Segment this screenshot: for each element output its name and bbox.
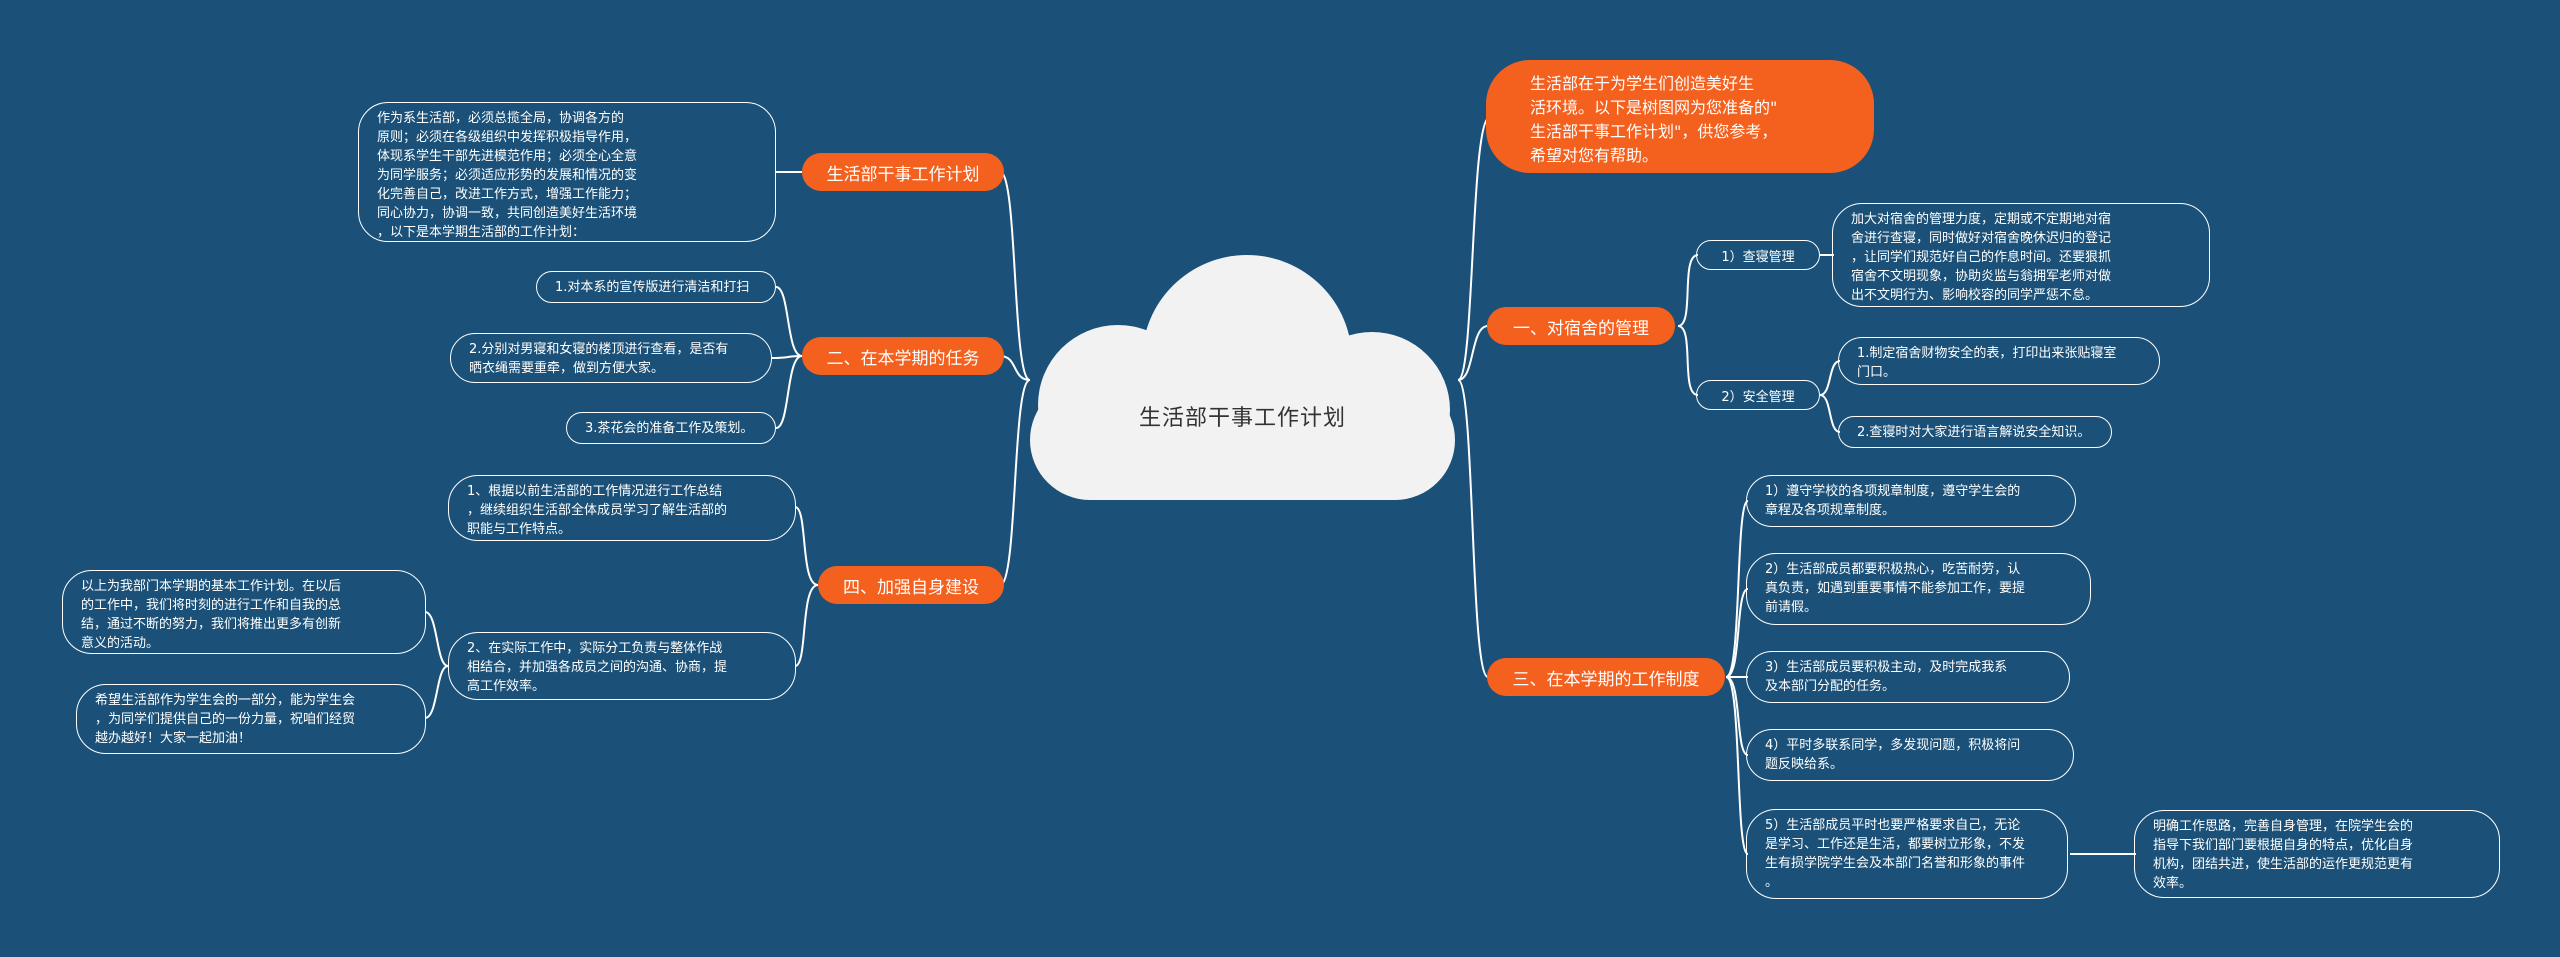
link-r3-i2	[1725, 588, 1749, 678]
link-r3-i5	[1725, 676, 1749, 855]
link-l4-i2	[794, 584, 819, 667]
branch-dormitory-management[interactable]: 一、对宿舍的管理	[1487, 307, 1675, 345]
link-c2-i1	[1819, 360, 1841, 396]
branch-self-building[interactable]: 四、加强自身建设	[818, 566, 1004, 604]
link-r1-c1	[1677, 254, 1699, 327]
link-r3-i1	[1725, 500, 1749, 678]
branch-semester-tasks[interactable]: 二、在本学期的任务	[802, 337, 1004, 375]
node-rule-2[interactable]: 2）生活部成员都要积极热心，吃苦耐劳，认 真负责，如遇到重要事情不能参加工作，要…	[1746, 553, 2091, 625]
node-task-3[interactable]: 3.茶花会的准备工作及策划。	[566, 412, 776, 444]
node-work-plan-detail[interactable]: 作为系生活部，必须总揽全局，协调各方的 原则；必须在各级组织中发挥积极指导作用，…	[358, 102, 776, 242]
link-root-r1	[1457, 325, 1489, 381]
link-root-l1	[999, 171, 1031, 381]
link-root-l4	[999, 379, 1031, 586]
link-l4i2-s2	[424, 665, 449, 719]
intro-node[interactable]: 生活部在于为学生们创造美好生 活环境。以下是树图网为您准备的" 生活部干事工作计…	[1486, 60, 1874, 173]
node-rule-5[interactable]: 5）生活部成员平时也要严格要求自己，无论 是学习、工作还是生活，都要树立形象，不…	[1746, 809, 2068, 899]
node-safety-item-2[interactable]: 2.查寝时对大家进行语言解说安全知识。	[1838, 416, 2112, 448]
link-root-intro	[1457, 116, 1491, 381]
link-root-r3	[1457, 379, 1489, 678]
link-c2-i2	[1819, 394, 1841, 433]
node-safety-management[interactable]: 2）安全管理	[1696, 380, 1820, 410]
node-summary-1[interactable]: 以上为我部门本学期的基本工作计划。在以后 的工作中，我们将时刻的进行工作和自我的…	[62, 570, 426, 654]
node-safety-item-1[interactable]: 1.制定宿舍财物安全的表，打印出来张贴寝室 门口。	[1838, 337, 2160, 385]
node-self-building-2[interactable]: 2、在实际工作中，实际分工负责与整体作战 相结合，并加强各成员之间的沟通、协商，…	[448, 632, 796, 700]
link-r3-i4	[1725, 676, 1749, 756]
link-l2-i1	[775, 286, 803, 357]
node-summary-2[interactable]: 希望生活部作为学生会的一部分，能为学生会 ，为同学们提供自己的一份力量，祝咱们经…	[76, 684, 426, 754]
link-l4i2-s1	[424, 611, 449, 667]
branch-work-rules[interactable]: 三、在本学期的工作制度	[1487, 658, 1725, 696]
link-l2-i2	[771, 355, 803, 359]
node-dorm-check[interactable]: 1）查寝管理	[1696, 240, 1820, 270]
node-dorm-check-detail[interactable]: 加大对宿舍的管理力度，定期或不定期地对宿 舍进行查寝，同时做好对宿舍晚休迟归的登…	[1832, 203, 2210, 307]
root-node[interactable]: 生活部干事工作计划	[1138, 406, 1346, 431]
node-task-2[interactable]: 2.分别对男寝和女寝的楼顶进行查看，是否有 晒衣绳需要重牵，做到方便大家。	[450, 333, 772, 383]
node-task-1[interactable]: 1.对本系的宣传版进行清洁和打扫	[536, 271, 776, 303]
node-rule-4[interactable]: 4）平时多联系同学，多发现问题，积极将问 题反映给系。	[1746, 729, 2074, 781]
link-l2-i3	[775, 355, 803, 429]
cloud-shape	[1030, 255, 1455, 500]
node-self-building-1[interactable]: 1、根据以前生活部的工作情况进行工作总结 ，继续组织生活部全体成员学习了解生活部…	[448, 475, 796, 541]
branch-work-plan[interactable]: 生活部干事工作计划	[802, 153, 1004, 191]
node-rule-5-detail[interactable]: 明确工作思路，完善自身管理，在院学生会的 指导下我们部门要根据自身的特点，优化自…	[2134, 810, 2500, 898]
link-l4-i1	[794, 506, 819, 586]
link-r1-c2	[1677, 325, 1699, 396]
node-rule-1[interactable]: 1）遵守学校的各项规章制度，遵守学生会的 章程及各项规章制度。	[1746, 475, 2076, 527]
node-rule-3[interactable]: 3）生活部成员要积极主动，及时完成我系 及本部门分配的任务。	[1746, 651, 2070, 703]
